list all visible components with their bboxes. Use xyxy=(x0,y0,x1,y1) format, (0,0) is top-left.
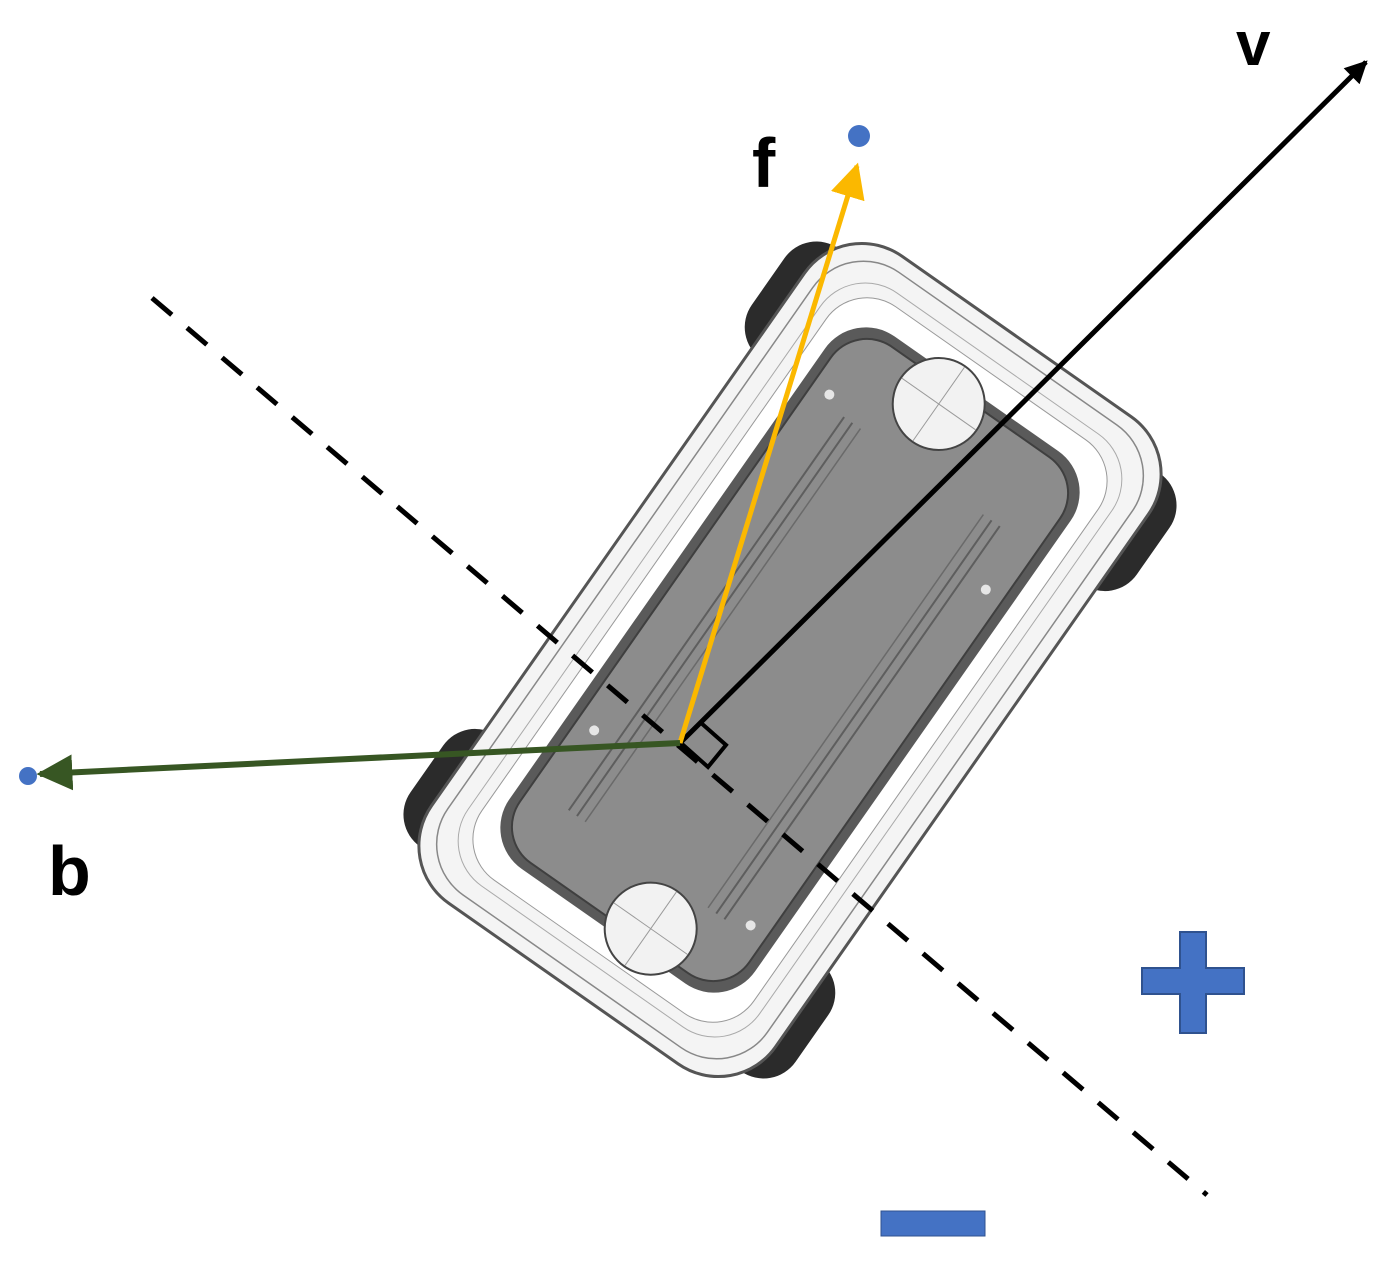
dividing-dashed-line xyxy=(150,296,1209,1197)
forward-target-point xyxy=(848,125,870,147)
minus-sign-icon xyxy=(880,1210,986,1237)
backward-arrow xyxy=(36,740,681,791)
velocity-arrow xyxy=(678,60,1368,745)
velocity-label: v xyxy=(1236,10,1271,79)
forward-arrow xyxy=(677,162,865,744)
backward-label: b xyxy=(48,832,91,910)
right-angle-marker-icon xyxy=(679,720,729,770)
plus-sign-icon xyxy=(1141,931,1245,1034)
backward-target-point xyxy=(19,767,37,785)
forward-label: f xyxy=(752,124,776,202)
